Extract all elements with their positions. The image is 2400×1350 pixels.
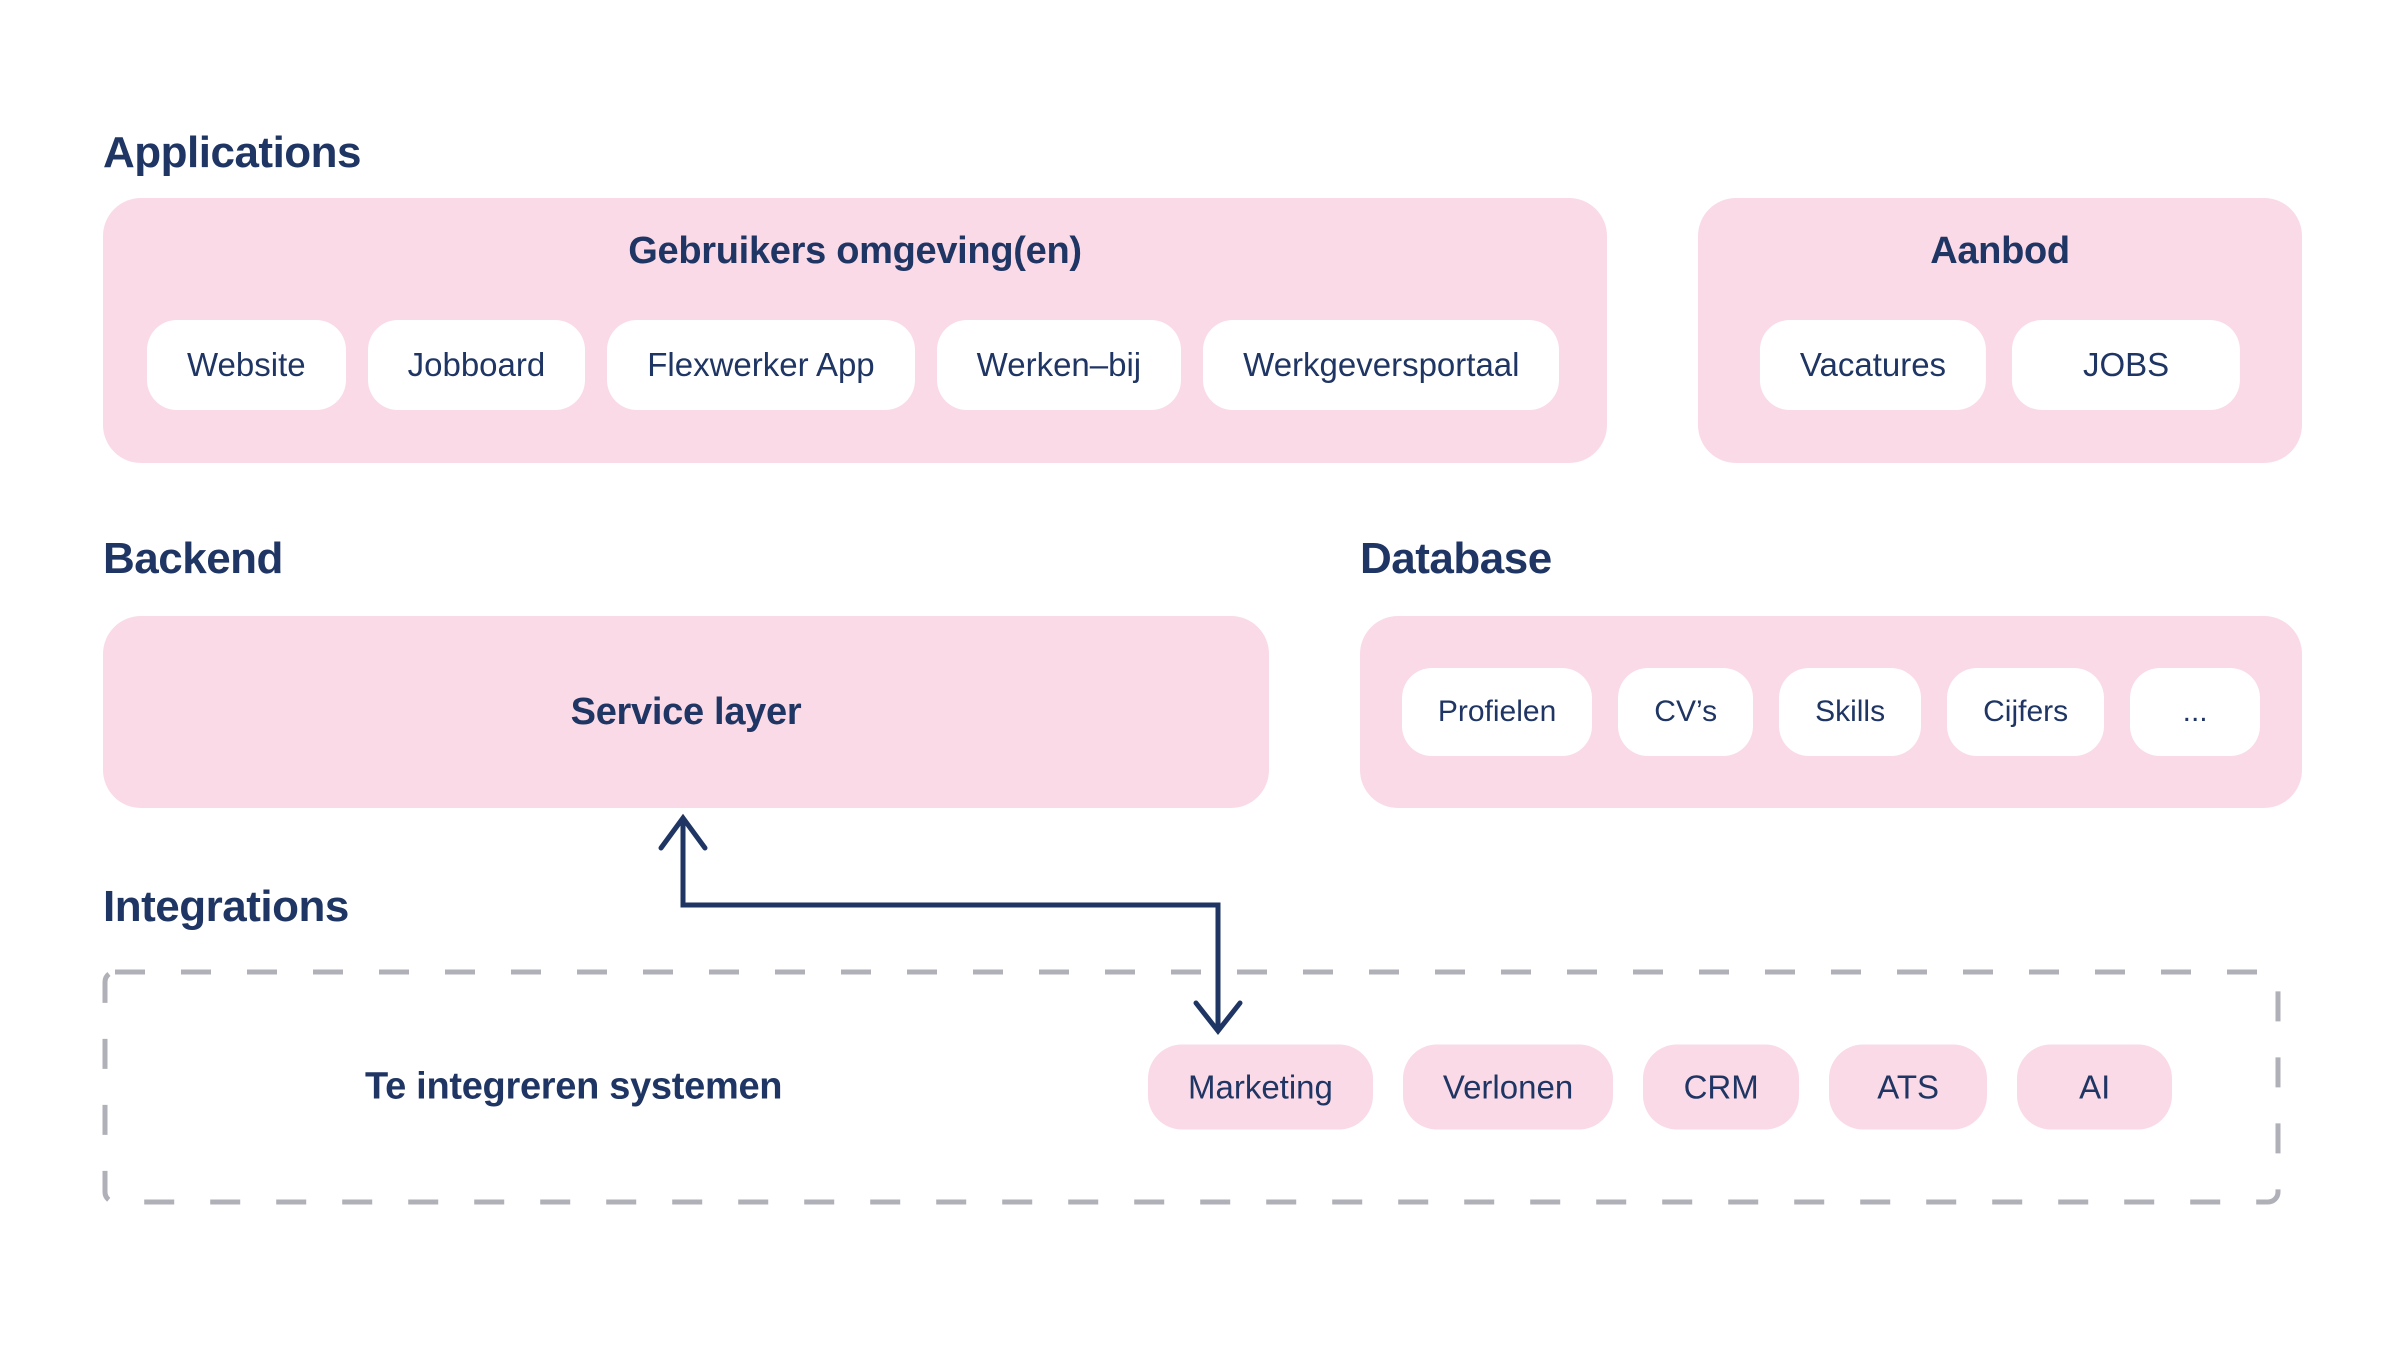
database-box: Profielen CV’s Skills Cijfers ...	[1360, 616, 2302, 808]
te-integreren-systemen-label: Te integreren systemen	[365, 1065, 783, 1108]
service-layer-label: Service layer	[570, 690, 802, 733]
pill-werken-bij: Werken–bij	[936, 320, 1182, 410]
integrations-pill-row: Marketing Verlonen CRM ATS AI	[1148, 1044, 2173, 1130]
pill-cijfers: Cijfers	[1947, 668, 2105, 756]
pill-ellipsis: ...	[2130, 668, 2261, 756]
aanbod-pill-row: Vacatures JOBS	[1759, 320, 2241, 410]
applications-heading: Applications	[103, 128, 362, 177]
arrow-up-head	[658, 813, 708, 851]
aanbod-box: Aanbod Vacatures JOBS	[1698, 198, 2302, 463]
pill-vacatures: Vacatures	[1759, 320, 1987, 410]
pill-crm: CRM	[1643, 1044, 1800, 1130]
pill-skills: Skills	[1779, 668, 1922, 756]
pill-marketing: Marketing	[1148, 1044, 1373, 1130]
database-heading: Database	[1360, 534, 1552, 583]
gebruikers-omgeving-title: Gebruikers omgeving(en)	[628, 230, 1082, 272]
integrations-heading: Integrations	[103, 882, 349, 931]
pill-website: Website	[147, 320, 346, 410]
pill-profielen: Profielen	[1401, 668, 1593, 756]
pill-werkgeversportaal: Werkgeversportaal	[1203, 320, 1560, 410]
pill-jobboard: Jobboard	[367, 320, 586, 410]
service-layer-box: Service layer	[103, 616, 1269, 808]
pill-flexwerker-app: Flexwerker App	[607, 320, 915, 410]
gebruikers-pill-row: Website Jobboard Flexwerker App Werken–b…	[147, 320, 1560, 410]
pill-jobs: JOBS	[2012, 320, 2241, 410]
aanbod-title: Aanbod	[1930, 230, 2070, 272]
pill-ats: ATS	[1829, 1044, 1988, 1130]
integrations-zone: Te integreren systemen Marketing Verlone…	[103, 970, 2280, 1204]
database-pill-row: Profielen CV’s Skills Cijfers ...	[1401, 668, 2261, 756]
pill-cvs: CV’s	[1618, 668, 1754, 756]
backend-heading: Backend	[103, 534, 283, 583]
pill-verlonen: Verlonen	[1402, 1044, 1614, 1130]
pill-ai: AI	[2017, 1044, 2173, 1130]
gebruikers-omgeving-box: Gebruikers omgeving(en) Website Jobboard…	[103, 198, 1607, 463]
